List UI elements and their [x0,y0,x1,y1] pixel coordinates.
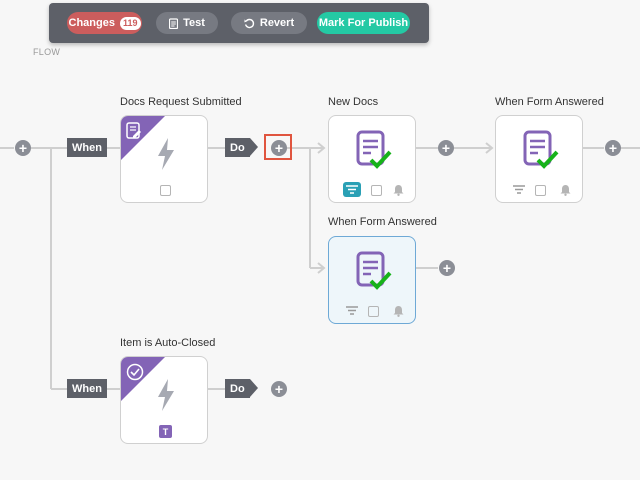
add-after-new-docs-button[interactable]: + [438,140,454,156]
action-card-form-answered-selected[interactable] [328,236,416,324]
bolt-icon [158,379,174,411]
do-tag-2: Do [225,379,258,398]
top-toolbar: Changes 119 Test Revert Mark For Publish [49,3,429,43]
when-tag: When [67,138,107,157]
action-form-answered-2-title: When Form Answered [328,216,437,228]
trigger-card-auto-closed[interactable]: T [120,356,208,444]
bolt-icon [158,138,174,170]
changes-label: Changes [68,17,115,29]
revert-button[interactable]: Revert [231,12,307,34]
add-action-button[interactable]: + [271,140,287,156]
changes-count-badge: 119 [119,16,141,30]
filter-icon [346,306,358,315]
revert-label: Revert [259,17,295,29]
add-trigger-button[interactable]: + [15,140,31,156]
add-after-form-answered-2-button[interactable]: + [439,260,455,276]
document-check-icon [356,251,392,290]
test-button[interactable]: Test [156,12,218,34]
changes-button[interactable]: Changes 119 [67,12,142,34]
trigger-docs-request-title: Docs Request Submitted [120,96,242,108]
add-after-form-answered-button[interactable]: + [605,140,621,156]
action-form-answered-title: When Form Answered [495,96,604,108]
action-checkbox[interactable] [371,185,382,196]
highlight-box [264,134,292,160]
action-checkbox[interactable] [535,185,546,196]
document-check-icon [356,130,392,169]
filter-icon [513,185,525,194]
document-check-icon [523,130,559,169]
trigger-checkbox[interactable] [160,185,171,196]
bell-icon[interactable] [393,305,404,317]
clipboard-icon [169,17,179,29]
do-tag: Do [225,138,258,157]
document-edit-icon [126,122,141,139]
bell-icon[interactable] [560,184,571,196]
type-badge: T [159,425,172,438]
revert-icon [244,18,254,28]
check-circle-icon [126,363,144,381]
action-card-form-answered[interactable] [495,115,583,203]
bell-icon[interactable] [393,184,404,196]
trigger-auto-closed-title: Item is Auto-Closed [120,337,216,349]
when-tag-2: When [67,379,107,398]
trigger-card-docs-request[interactable] [120,115,208,203]
action-new-docs-title: New Docs [328,96,379,108]
action-card-new-docs[interactable] [328,115,416,203]
flow-canvas-label: FLOW [33,47,61,57]
filter-icon [346,185,358,194]
filter-button[interactable] [510,182,528,197]
action-checkbox[interactable] [368,306,379,317]
test-label: Test [183,17,205,29]
add-action-2-button[interactable]: + [271,381,287,397]
mark-for-publish-button[interactable]: Mark For Publish [317,12,410,34]
trigger-corner [121,357,165,401]
filter-button[interactable] [343,303,361,318]
filter-button[interactable] [343,182,361,197]
